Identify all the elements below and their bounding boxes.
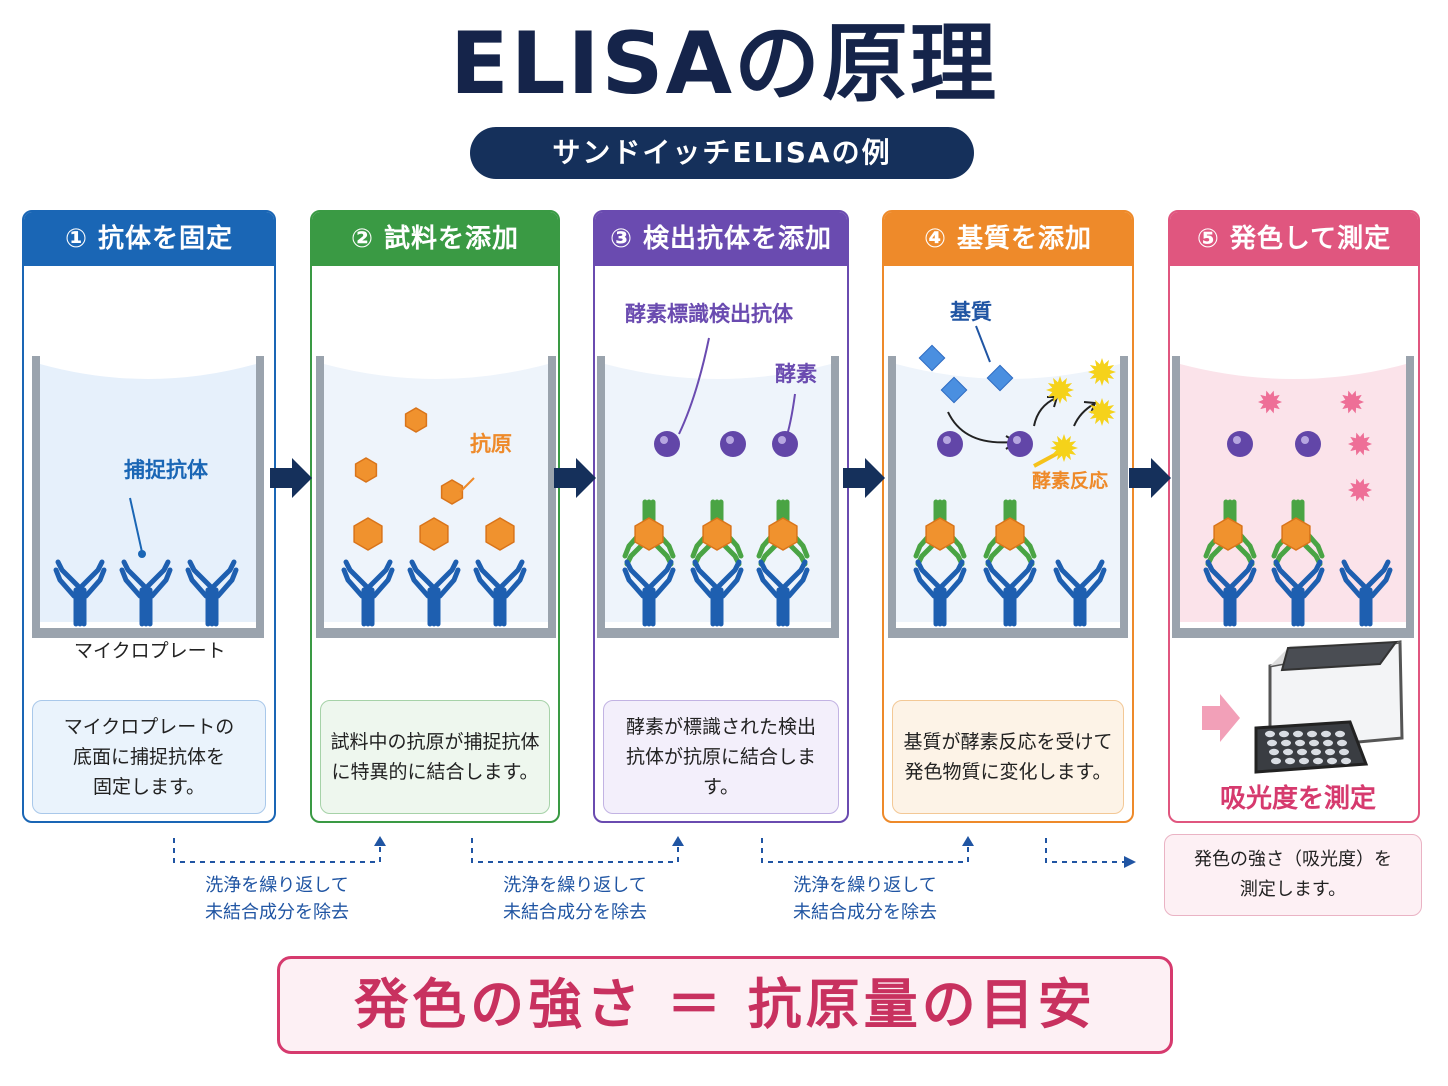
bound-antigen-icon — [1213, 517, 1243, 551]
capture-antibody-icon — [913, 559, 967, 627]
bottom-banner: 発色の強さ ＝ 抗原量の目安 — [277, 956, 1173, 1054]
bound-antigen-icon — [353, 517, 383, 551]
bound-antigen-icon — [1281, 517, 1311, 551]
plate-label: マイクロプレート — [74, 640, 226, 662]
capture-antibody-icon — [185, 559, 239, 627]
capture-antibody-icon — [622, 559, 676, 627]
color-product-icon — [1258, 390, 1282, 414]
color-product-icon — [1348, 432, 1372, 456]
step-description-3: 酵素が標識された検出 抗体が抗原に結合します。 — [603, 700, 839, 814]
step-header-2: ② 試料を添加 — [312, 212, 558, 266]
well-illustration-3 — [597, 337, 839, 638]
wash-connector — [761, 836, 974, 863]
step-header-4: ④ 基質を添加 — [884, 212, 1132, 266]
wash-note: 洗浄を繰り返して 未結合成分を除去 — [205, 875, 349, 923]
well-illustration-2 — [316, 356, 556, 638]
step-panel-3: ③ 検出抗体を添加 — [593, 210, 849, 823]
color-product-icon — [1046, 376, 1074, 404]
substrate-label: 基質 — [950, 300, 992, 324]
pointer-line — [129, 497, 143, 553]
enzyme-icon — [1007, 431, 1033, 457]
page-title: ELISAの原理 — [449, 14, 999, 114]
capture-antibody-icon — [1203, 559, 1257, 627]
color-product-icon — [1340, 390, 1364, 414]
bound-antigen-icon — [925, 517, 955, 551]
wash-connector-final — [1045, 838, 1136, 868]
step-header-5: ⑤ 発色して測定 — [1170, 212, 1418, 266]
result-note: 発色の強さ（吸光度）を 測定します。 — [1164, 834, 1422, 916]
detection-antibody-label: 酵素標識検出抗体 — [625, 302, 793, 326]
color-product-icon — [1088, 398, 1116, 426]
step-panel-4: ④ 基質を添加 — [882, 210, 1134, 823]
capture-antibody-icon — [756, 559, 810, 627]
capture-antibody-label: 捕捉抗体 — [124, 458, 208, 482]
pointer-dot — [138, 550, 146, 558]
next-step-arrow-icon — [554, 458, 596, 498]
enzyme-label: 酵素 — [775, 362, 817, 386]
arrow-right-icon — [1202, 694, 1240, 742]
capture-antibody-icon — [1053, 559, 1107, 627]
measure-label: 吸光度を測定 — [1220, 784, 1377, 814]
capture-antibody-icon — [983, 559, 1037, 627]
substrate-icon — [918, 344, 946, 372]
well-illustration-4 — [888, 325, 1128, 638]
step-header-3: ③ 検出抗体を添加 — [595, 212, 847, 266]
wash-connector — [471, 836, 684, 863]
step-panel-1: ① 抗体を固定 捕捉抗体 マイクロプレート マイクロプレートの 底面に捕捉抗体を… — [22, 210, 276, 823]
next-step-arrow-icon — [270, 458, 312, 498]
well-illustration-5 — [1172, 356, 1414, 774]
capture-antibody-icon — [1271, 559, 1325, 627]
free-antigen-icon — [354, 457, 378, 483]
substrate-icon — [940, 376, 968, 404]
step-header-1: ① 抗体を固定 — [24, 212, 274, 266]
next-step-arrow-icon — [843, 458, 885, 498]
enzyme-icon — [720, 431, 746, 457]
color-product-icon — [1348, 478, 1372, 502]
substrate-icon — [986, 364, 1014, 392]
capture-antibody-icon — [407, 559, 461, 627]
enzyme-icon — [654, 431, 680, 457]
enzyme-icon — [1227, 431, 1253, 457]
bound-antigen-icon — [419, 517, 449, 551]
free-antigen-icon — [404, 407, 428, 433]
step-description-2: 試料中の抗原が捕捉抗体 に特異的に結合します。 — [320, 700, 550, 814]
capture-antibody-icon — [690, 559, 744, 627]
enzyme-icon — [1295, 431, 1321, 457]
enzyme-icon — [772, 431, 798, 457]
free-antigen-icon — [440, 479, 464, 505]
enzyme-icon — [937, 431, 963, 457]
capture-antibody-icon — [53, 559, 107, 627]
capture-antibody-icon — [341, 559, 395, 627]
wash-note: 洗浄を繰り返して 未結合成分を除去 — [503, 875, 647, 923]
well-illustration-1 — [32, 356, 264, 638]
step-panel-5: ⑤ 発色して測定 — [1168, 210, 1420, 823]
bound-antigen-icon — [634, 517, 664, 551]
bound-antigen-icon — [485, 517, 515, 551]
bound-antigen-icon — [768, 517, 798, 551]
plate-reader-icon — [1254, 640, 1404, 774]
wash-note: 洗浄を繰り返して 未結合成分を除去 — [793, 875, 937, 923]
antigen-label: 抗原 — [470, 432, 512, 456]
step-description-4: 基質が酵素反応を受けて 発色物質に変化します。 — [892, 700, 1124, 814]
color-product-icon — [1050, 434, 1078, 462]
reaction-label: 酵素反応 — [1032, 470, 1109, 492]
capture-antibody-icon — [1339, 559, 1393, 627]
next-step-arrow-icon — [1129, 458, 1171, 498]
capture-antibody-icon — [119, 559, 173, 627]
step-description-1: マイクロプレートの 底面に捕捉抗体を 固定します。 — [32, 700, 266, 814]
wash-connector — [173, 836, 386, 863]
bound-antigen-icon — [995, 517, 1025, 551]
step-panel-2: ② 試料を添加 抗原 試料中の抗原が捕捉抗体 に特異的に結合します。 — [310, 210, 560, 823]
color-product-icon — [1088, 358, 1116, 386]
subtitle-badge: サンドイッチELISAの例 — [470, 127, 974, 179]
bound-antigen-icon — [702, 517, 732, 551]
capture-antibody-icon — [473, 559, 527, 627]
